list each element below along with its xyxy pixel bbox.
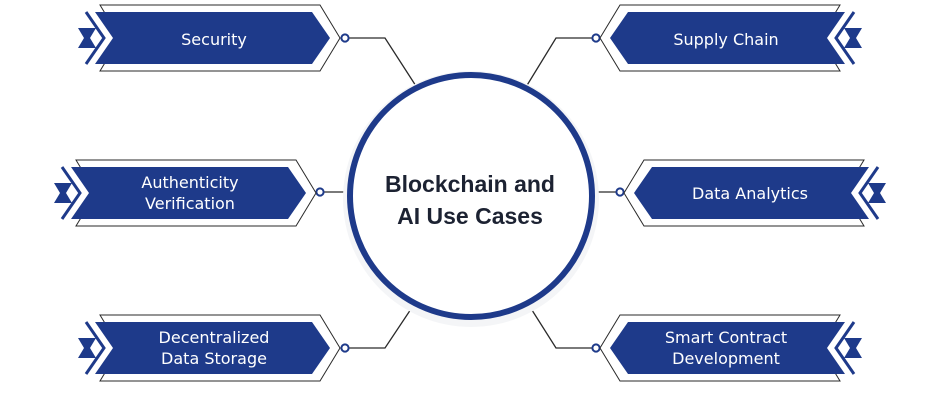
banner-security-tail [78,28,96,48]
banner-contract-chevron [834,321,856,375]
connector-lines [320,37,620,349]
banner-supply-body [610,12,845,64]
label-storage-line1: Decentralized [158,328,270,347]
dot-supply [591,33,601,43]
center-title-line2: AI Use Cases [397,203,543,229]
banner-analytics-body [634,167,869,219]
banner-authenticity [54,159,317,227]
banner-authenticity-tail [54,183,72,203]
label-authenticity-line2: Verification [145,194,235,213]
dot-analytics [615,187,625,197]
dot-security [340,33,350,43]
banner-security-chevron [84,11,106,65]
banner-analytics-tail [868,183,886,203]
center-title: Blockchain and AI Use Cases [370,168,570,232]
label-storage-line2: Data Storage [161,349,267,368]
banner-contract-tail [844,338,862,358]
label-authenticity: Authenticity Verification [96,172,284,214]
banner-storage-body [95,322,330,374]
banner-security [78,4,341,72]
center-title-line1: Blockchain and [385,171,555,197]
label-contract: Smart Contract Development [632,327,820,369]
label-analytics: Data Analytics [656,174,844,212]
connector-supply [517,37,596,101]
label-supply: Supply Chain [632,20,820,58]
banner-supply-chevron [834,11,856,65]
connector-dots [315,33,625,353]
banner-authenticity-chevron [60,166,82,220]
banner-security-body [95,12,330,64]
banner-analytics-chevron [858,166,880,220]
banner-contract-body [610,322,845,374]
banner-analytics [623,159,886,227]
center-circle [347,72,595,320]
banner-storage-tail [78,338,96,358]
dot-contract [591,343,601,353]
label-storage: Decentralized Data Storage [120,327,308,369]
banner-authenticity-body [71,167,306,219]
banner-contract [599,314,862,382]
label-supply-line1: Supply Chain [673,29,779,49]
label-contract-line2: Development [672,349,780,368]
label-security-line1: Security [181,29,247,49]
label-analytics-line1: Data Analytics [692,183,808,203]
banner-supply [599,4,862,72]
label-contract-line1: Smart Contract [664,328,788,347]
banner-supply-tail [844,28,862,48]
label-authenticity-line1: Authenticity [141,173,239,192]
label-security: Security [120,20,308,58]
dot-storage [340,343,350,353]
connector-security [345,37,426,101]
banner-storage-chevron [84,321,106,375]
dot-authenticity [315,187,325,197]
banner-storage [78,314,341,382]
